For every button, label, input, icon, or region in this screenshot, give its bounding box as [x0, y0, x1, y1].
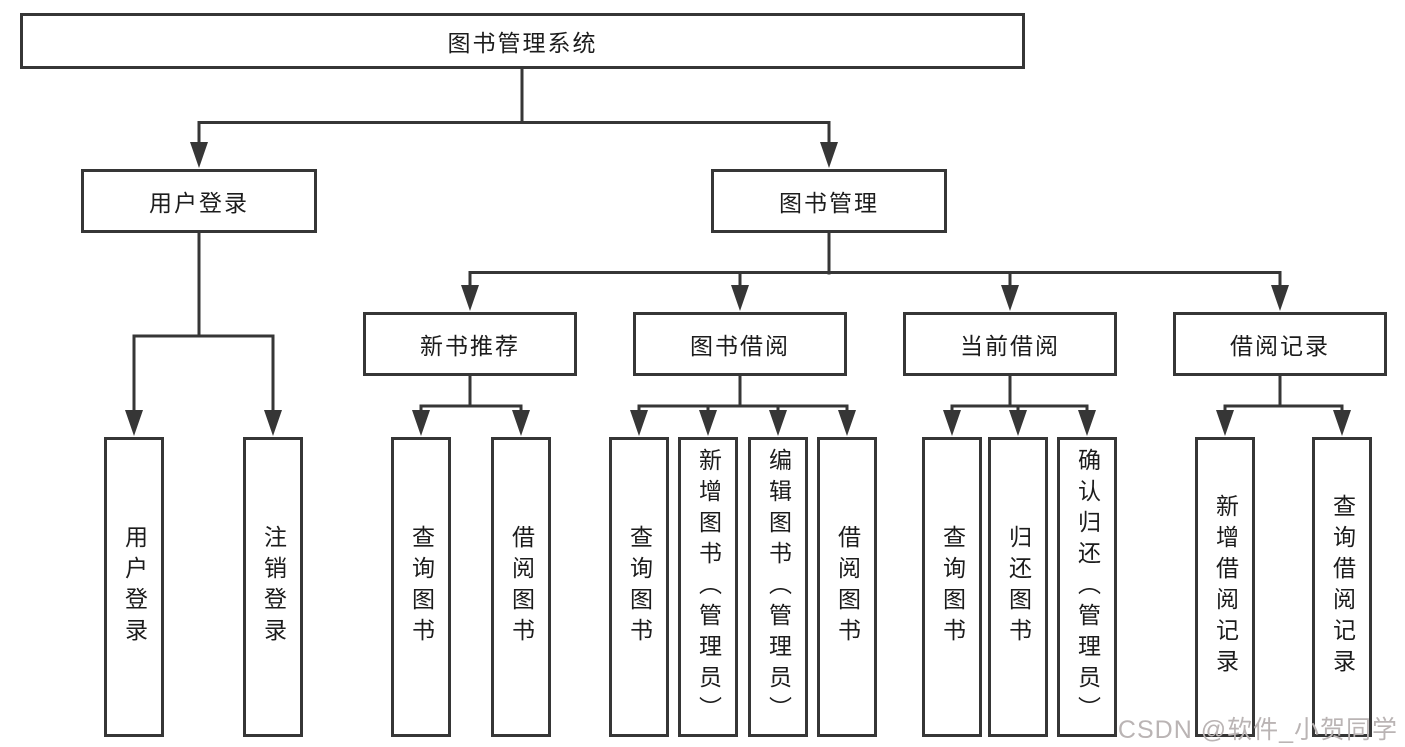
edge-newbook-bar [419, 404, 523, 414]
edge-bookborrow-bar [637, 404, 849, 414]
node-leaf-add-borrow-record: 新增借阅记录 [1195, 437, 1255, 737]
node-book-borrow: 图书借阅 [633, 312, 847, 376]
node-new-book-recommend-label: 新书推荐 [420, 333, 520, 359]
node-root-label: 图书管理系统 [447, 30, 598, 56]
node-new-book-recommend: 新书推荐 [363, 312, 577, 376]
node-leaf-query-borrow-record-label: 查询借阅记录 [1329, 494, 1356, 680]
node-leaf-confirm-return-admin-label: 确认归还（管理员） [1074, 447, 1101, 727]
node-leaf-user-login: 用户登录 [104, 437, 164, 737]
edge-root-bar [197, 121, 831, 146]
edge-userlogin-bar [132, 334, 275, 414]
node-leaf-query-borrow-record: 查询借阅记录 [1312, 437, 1372, 737]
node-leaf-confirm-return-admin: 确认归还（管理员） [1057, 437, 1117, 737]
edge-bookmgmt-bar [468, 271, 1282, 290]
node-leaf-query-books-3-label: 查询图书 [939, 525, 966, 649]
node-book-management-label: 图书管理 [779, 190, 879, 216]
node-leaf-query-books-1-label: 查询图书 [408, 525, 435, 649]
node-current-borrow-label: 当前借阅 [960, 333, 1060, 359]
node-leaf-add-book-admin-label: 新增图书（管理员） [695, 447, 722, 727]
node-current-borrow: 当前借阅 [903, 312, 1117, 376]
node-leaf-query-books-1: 查询图书 [391, 437, 451, 737]
node-leaf-edit-book-admin-label: 编辑图书（管理员） [765, 447, 792, 727]
node-leaf-logout: 注销登录 [243, 437, 303, 737]
node-leaf-logout-label: 注销登录 [260, 525, 287, 649]
node-borrow-records: 借阅记录 [1173, 312, 1387, 376]
node-leaf-add-borrow-record-label: 新增借阅记录 [1212, 494, 1239, 680]
node-user-login: 用户登录 [81, 169, 317, 233]
arrowheads-level2 [461, 285, 1289, 311]
node-leaf-edit-book-admin: 编辑图书（管理员） [748, 437, 808, 737]
arrowheads [125, 142, 1351, 436]
node-book-borrow-label: 图书借阅 [690, 333, 790, 359]
node-leaf-borrow-books-1: 借阅图书 [491, 437, 551, 737]
node-leaf-return-book: 归还图书 [988, 437, 1048, 737]
node-leaf-borrow-books-2-label: 借阅图书 [834, 525, 861, 649]
node-leaf-return-book-label: 归还图书 [1005, 525, 1032, 649]
node-leaf-query-books-2: 查询图书 [609, 437, 669, 737]
edge-bookmgmt-drops [738, 273, 1012, 290]
node-leaf-query-books-2-label: 查询图书 [626, 525, 653, 649]
arrowheads-leaves [125, 410, 1351, 436]
node-book-management: 图书管理 [711, 169, 947, 233]
node-user-login-label: 用户登录 [149, 190, 249, 216]
node-leaf-borrow-books-1-label: 借阅图书 [508, 525, 535, 649]
node-borrow-records-label: 借阅记录 [1230, 333, 1330, 359]
node-root: 图书管理系统 [20, 13, 1025, 69]
edge-records-bar [1223, 404, 1344, 414]
watermark: CSDN @软件_小贺同学 [1117, 716, 1398, 744]
node-leaf-query-books-3: 查询图书 [922, 437, 982, 737]
arrowheads-level1 [190, 142, 838, 168]
node-leaf-user-login-label: 用户登录 [121, 525, 148, 649]
node-leaf-add-book-admin: 新增图书（管理员） [678, 437, 738, 737]
node-leaf-borrow-books-2: 借阅图书 [817, 437, 877, 737]
